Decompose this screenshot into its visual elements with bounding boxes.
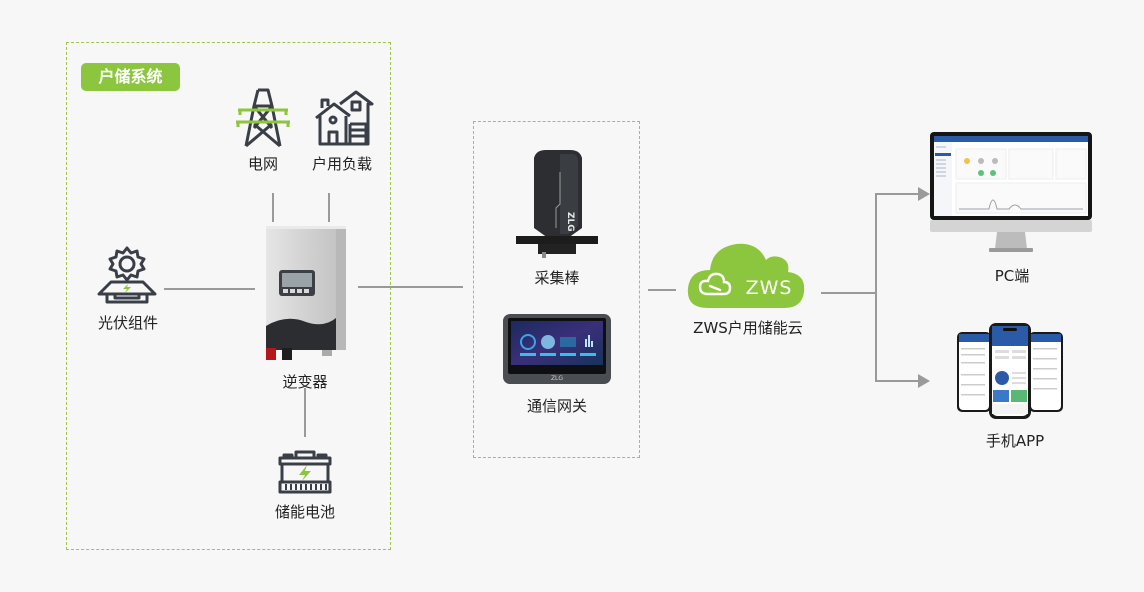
connector-branch-app <box>875 380 921 382</box>
system-group-title: 户储系统 <box>81 63 180 91</box>
mobile-app-phones <box>955 322 1065 420</box>
collector-brand-text: ZLG <box>565 212 575 232</box>
gateway-label: 通信网关 <box>526 397 587 415</box>
home-load-label: 户用负载 <box>311 155 372 173</box>
gateway-device: ZLG <box>502 313 612 385</box>
connector-branch-pc <box>875 193 921 195</box>
collector-device: ZLG <box>512 148 602 258</box>
pc-monitor <box>929 131 1093 253</box>
battery-icon <box>278 448 332 496</box>
connector-pv-inverter <box>164 288 255 290</box>
solar-panel-icon <box>97 246 157 304</box>
app-label: 手机APP <box>985 432 1045 450</box>
power-tower-icon <box>234 88 292 148</box>
connector-grid-inverter <box>272 193 274 222</box>
cloud-label: ZWS户用储能云 <box>693 319 803 337</box>
pv-label: 光伏组件 <box>97 314 158 332</box>
arrow-to-pc-icon <box>918 187 930 201</box>
connector-load-inverter <box>328 193 330 222</box>
house-icon <box>314 88 374 148</box>
connector-gateway-cloud <box>648 289 676 291</box>
battery-label: 储能电池 <box>274 503 335 521</box>
gateway-brand-text: ZLG <box>551 375 563 382</box>
inverter-device <box>262 222 350 364</box>
cloud-icon: ZWS <box>686 240 806 308</box>
inverter-label: 逆变器 <box>282 373 328 391</box>
connector-cloud-branch <box>821 292 877 294</box>
home-storage-system-group <box>66 42 391 550</box>
connector-inverter-gateway <box>358 286 463 288</box>
grid-label: 电网 <box>247 155 278 173</box>
arrow-to-app-icon <box>918 374 930 388</box>
pc-label: PC端 <box>994 267 1030 285</box>
connector-branch-vertical <box>875 193 877 382</box>
connector-inverter-battery <box>304 388 306 437</box>
gateway-group <box>473 121 640 458</box>
cloud-logo-text: ZWS <box>746 277 793 299</box>
collector-label: 采集棒 <box>534 269 580 287</box>
